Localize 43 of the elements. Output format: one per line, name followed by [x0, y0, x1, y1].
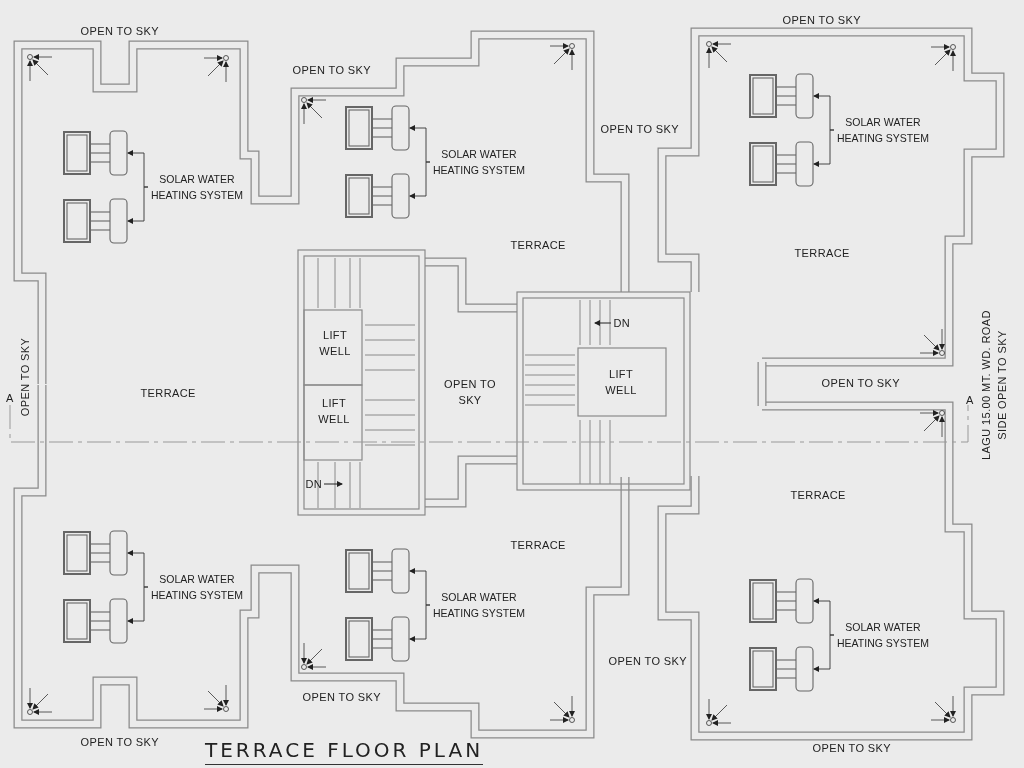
- solar-heater-drawing: [345, 616, 410, 662]
- lift-label: LIFT WELL: [318, 328, 352, 359]
- solar-heater-drawing: [63, 530, 128, 576]
- callout-label: SOLAR WATER HEATING SYSTEM: [834, 114, 932, 146]
- solar-heater-drawing: [345, 548, 410, 594]
- solar-heater-drawing: [63, 130, 128, 176]
- area-label: OPEN TO SKY: [80, 24, 160, 39]
- section-mark: A: [966, 393, 974, 408]
- solar-heater-drawing: [749, 578, 814, 624]
- stair-label: DN: [305, 477, 323, 492]
- callout-label: SOLAR WATER HEATING SYSTEM: [430, 589, 528, 621]
- area-label: OPEN TO SKY: [17, 337, 32, 417]
- road-note: LAGU 15.00 MT. WD. ROAD SIDE OPEN TO SKY: [979, 310, 1009, 460]
- area-label: OPEN TO SKY: [600, 122, 680, 137]
- solar-heater-drawing: [749, 73, 814, 119]
- area-label: OPEN TO SKY: [608, 654, 688, 669]
- solar-heater-drawing: [345, 105, 410, 151]
- lift-label: LIFT WELL: [317, 396, 351, 427]
- area-label: OPEN TO SKY: [812, 741, 892, 756]
- callout-label: SOLAR WATER HEATING SYSTEM: [148, 571, 246, 603]
- area-label: TERRACE: [510, 538, 566, 553]
- area-label: OPEN TO SKY: [292, 63, 372, 78]
- section-mark: A: [6, 391, 14, 406]
- area-label: TERRACE: [140, 386, 196, 401]
- area-label: TERRACE: [794, 246, 850, 261]
- solar-heater-drawing: [749, 141, 814, 187]
- area-label: TERRACE: [790, 488, 846, 503]
- callout-label: SOLAR WATER HEATING SYSTEM: [148, 171, 246, 203]
- area-label: OPEN TO SKY: [821, 376, 901, 391]
- solar-heater-drawing: [63, 598, 128, 644]
- area-label: OPEN TO SKY: [443, 377, 497, 408]
- callout-label: SOLAR WATER HEATING SYSTEM: [430, 146, 528, 178]
- area-label: OPEN TO SKY: [302, 690, 382, 705]
- solar-heater-drawing: [749, 646, 814, 692]
- lift-label: LIFT WELL: [604, 367, 638, 398]
- callout-label: SOLAR WATER HEATING SYSTEM: [834, 619, 932, 651]
- solar-heater-drawing: [345, 173, 410, 219]
- stair-label: DN: [613, 316, 631, 331]
- area-label: TERRACE: [510, 238, 566, 253]
- area-label: OPEN TO SKY: [80, 735, 160, 750]
- area-label: OPEN TO SKY: [782, 13, 862, 28]
- plan-title: TERRACE FLOOR PLAN: [205, 738, 484, 765]
- solar-heater-drawing: [63, 198, 128, 244]
